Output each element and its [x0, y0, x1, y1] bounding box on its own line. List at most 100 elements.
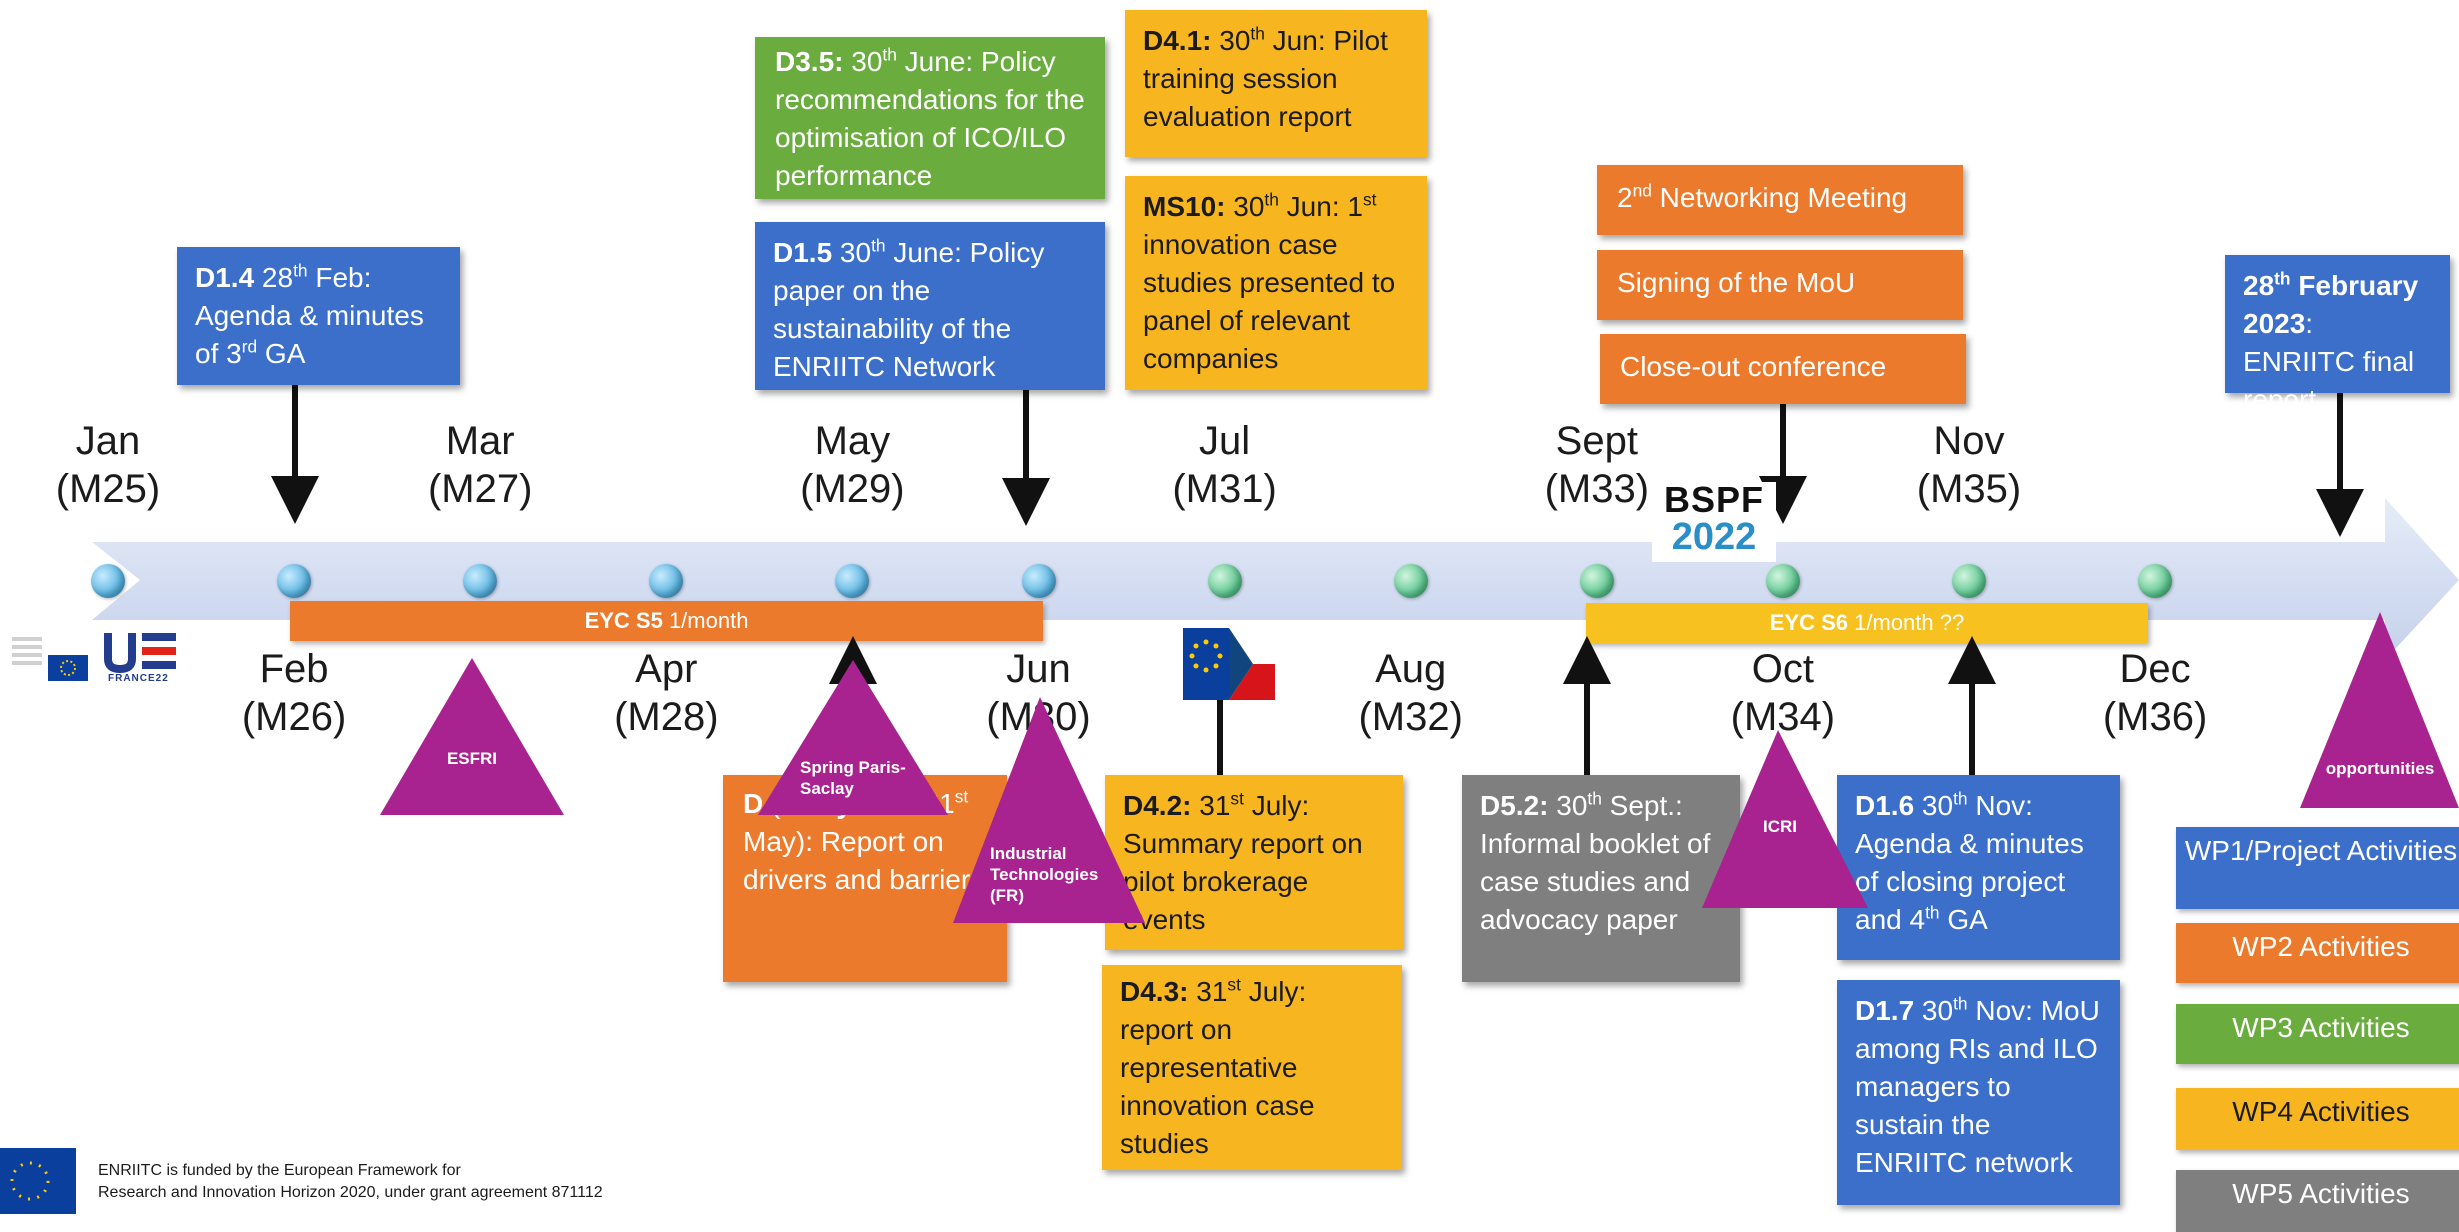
month-name: Jan: [75, 419, 141, 463]
d42-code: D4.2:: [1123, 790, 1192, 821]
d14-sup: th: [293, 260, 308, 281]
timeline-dot: [835, 564, 870, 598]
month-jan: Jan(M25): [28, 417, 188, 513]
month-may: May(M29): [772, 417, 932, 513]
d15-day: 30: [832, 237, 872, 268]
month-feb: Feb(M26): [214, 645, 374, 741]
d14-box: D1.4 28th Feb: Agenda & minutes of 3rd G…: [177, 247, 460, 385]
esfri-triangle: [380, 658, 564, 815]
industrial-label: Industrial Technologies (FR): [990, 844, 1099, 905]
d42-sup: st: [1230, 788, 1244, 809]
net-sup: nd: [1632, 180, 1652, 201]
ms10-text: Jun: 1: [1278, 191, 1363, 222]
d52-box: D5.2: 30th Sept.: Informal booklet of ca…: [1462, 775, 1740, 982]
eyc-s6-label: EYC S6: [1769, 610, 1849, 635]
d41-text: Jun: Pilot training session evaluation r…: [1143, 25, 1388, 132]
final-report-box: 28th February 2023: ENRIITC final report: [2225, 255, 2450, 415]
month-name: Jun: [1006, 647, 1071, 691]
month-number: (M28): [614, 695, 719, 739]
month-name: Nov: [1933, 419, 2005, 463]
month-jul: Jul(M31): [1145, 417, 1305, 513]
spring-label: Spring Paris-Saclay: [800, 758, 906, 798]
eu-presidency-logo: FRANCE22: [10, 625, 190, 685]
d43-box: D4.3: 31st July: report on representativ…: [1102, 965, 1402, 1170]
d16-box: D1.6 30th Nov: Agenda & minutes of closi…: [1837, 775, 2120, 960]
icri-label: ICRI: [1763, 817, 1797, 836]
d16-sup: th: [1953, 788, 1968, 809]
month-name: Apr: [635, 647, 698, 691]
month-number: (M34): [1730, 695, 1836, 739]
month-name: Oct: [1751, 647, 1814, 691]
icri-triangle: [1702, 730, 1868, 908]
mou-signing-box: Signing of the MoU: [1597, 250, 1963, 320]
month-apr: Apr(M28): [586, 645, 746, 741]
d14-day: 28: [254, 262, 294, 293]
esfri-label: ESFRI: [446, 749, 498, 768]
d14-text: Feb: Agenda & minutes of 3: [195, 262, 424, 369]
d15-code: D1.5: [773, 237, 833, 268]
month-number: (M36): [2102, 695, 2208, 739]
spring-triangle: [758, 660, 948, 815]
ms10-sup: th: [1264, 189, 1279, 210]
month-name: Mar: [445, 419, 515, 463]
timeline-dot: [463, 564, 498, 598]
d35-box: D3.5: 30th June: Policy recommendations …: [755, 37, 1105, 199]
legend-wp5: WP5 Activities: [2176, 1170, 2459, 1232]
ms10-text2: innovation case studies presented to pan…: [1143, 229, 1396, 374]
d15-sup: th: [871, 235, 886, 256]
legend-wp4: WP4 Activities: [2176, 1088, 2459, 1150]
month-name: Jul: [1199, 419, 1251, 463]
eu-flag-icon: [0, 1148, 76, 1214]
d14-sup2: rd: [241, 336, 258, 357]
ms10-box: MS10: 30th Jun: 1st innovation case stud…: [1125, 176, 1427, 390]
eyc-s6-rate: 1/month ??: [1848, 610, 1965, 635]
d14-code: D1.4: [195, 262, 255, 293]
ms10-sup2: st: [1362, 189, 1377, 210]
timeline-dot: [1952, 564, 1986, 598]
bspf-logo-line1: BSPF: [1663, 479, 1764, 520]
d52-text: Sept.: Informal booklet of case studies …: [1480, 790, 1711, 935]
footer-text: ENRIITC is funded by the European Framew…: [98, 1160, 603, 1204]
d2-sup: st: [954, 786, 969, 807]
timeline-dot: [277, 564, 312, 598]
month-number: (M25): [55, 467, 161, 511]
month-nov: Nov(M35): [1889, 417, 2049, 513]
d15-text: June: Policy paper on the sustainability…: [773, 237, 1045, 382]
month-mar: Mar(M27): [400, 417, 560, 513]
month-dec: Dec(M36): [2075, 645, 2235, 741]
timeline-dot: [2138, 564, 2173, 598]
net-text: Networking Meeting: [1651, 182, 1908, 213]
timeline-dot: [1207, 564, 1242, 598]
legend-wp1: WP1/Project Activities: [2176, 827, 2459, 909]
d52-day: 30: [1548, 790, 1588, 821]
month-name: Sept: [1555, 419, 1638, 463]
close-out-box: Close-out conference: [1600, 334, 1966, 404]
month-number: (M26): [241, 695, 347, 739]
timeline-dot: [1765, 564, 1800, 598]
d41-box: D4.1: 30th Jun: Pilot training session e…: [1125, 10, 1427, 157]
d16-sup2: th: [1925, 902, 1940, 923]
timeline-dot: [1393, 564, 1428, 598]
d14-text2: GA: [257, 338, 306, 369]
month-number: (M29): [800, 467, 905, 511]
eyc-s6-bar: EYC S6 1/month ??: [1586, 603, 2148, 643]
d41-day: 30: [1211, 25, 1251, 56]
d16-code: D1.6: [1855, 790, 1915, 821]
timeline-dot: [1021, 564, 1056, 598]
eyc-s5-label: EYC S5: [584, 608, 663, 633]
d17-code: D1.7: [1855, 995, 1915, 1026]
eyc-s5-rate: 1/month: [662, 608, 749, 633]
d35-sup: th: [882, 44, 897, 65]
d43-day: 31: [1188, 976, 1228, 1007]
footer-line1: ENRIITC is funded by the European Framew…: [98, 1162, 461, 1179]
eu-council-icon: [12, 637, 88, 681]
d41-sup: th: [1250, 23, 1265, 44]
month-sept: Sept(M33): [1517, 417, 1677, 513]
month-number: (M35): [1916, 467, 2022, 511]
month-number: (M33): [1544, 467, 1650, 511]
industrial-triangle: [953, 697, 1145, 923]
d15-box: D1.5 30th June: Policy paper on the sust…: [755, 222, 1105, 390]
legend-wp2: WP2 Activities: [2176, 923, 2459, 983]
d16-text: Nov: Agenda & minutes of closing project…: [1855, 790, 2084, 935]
